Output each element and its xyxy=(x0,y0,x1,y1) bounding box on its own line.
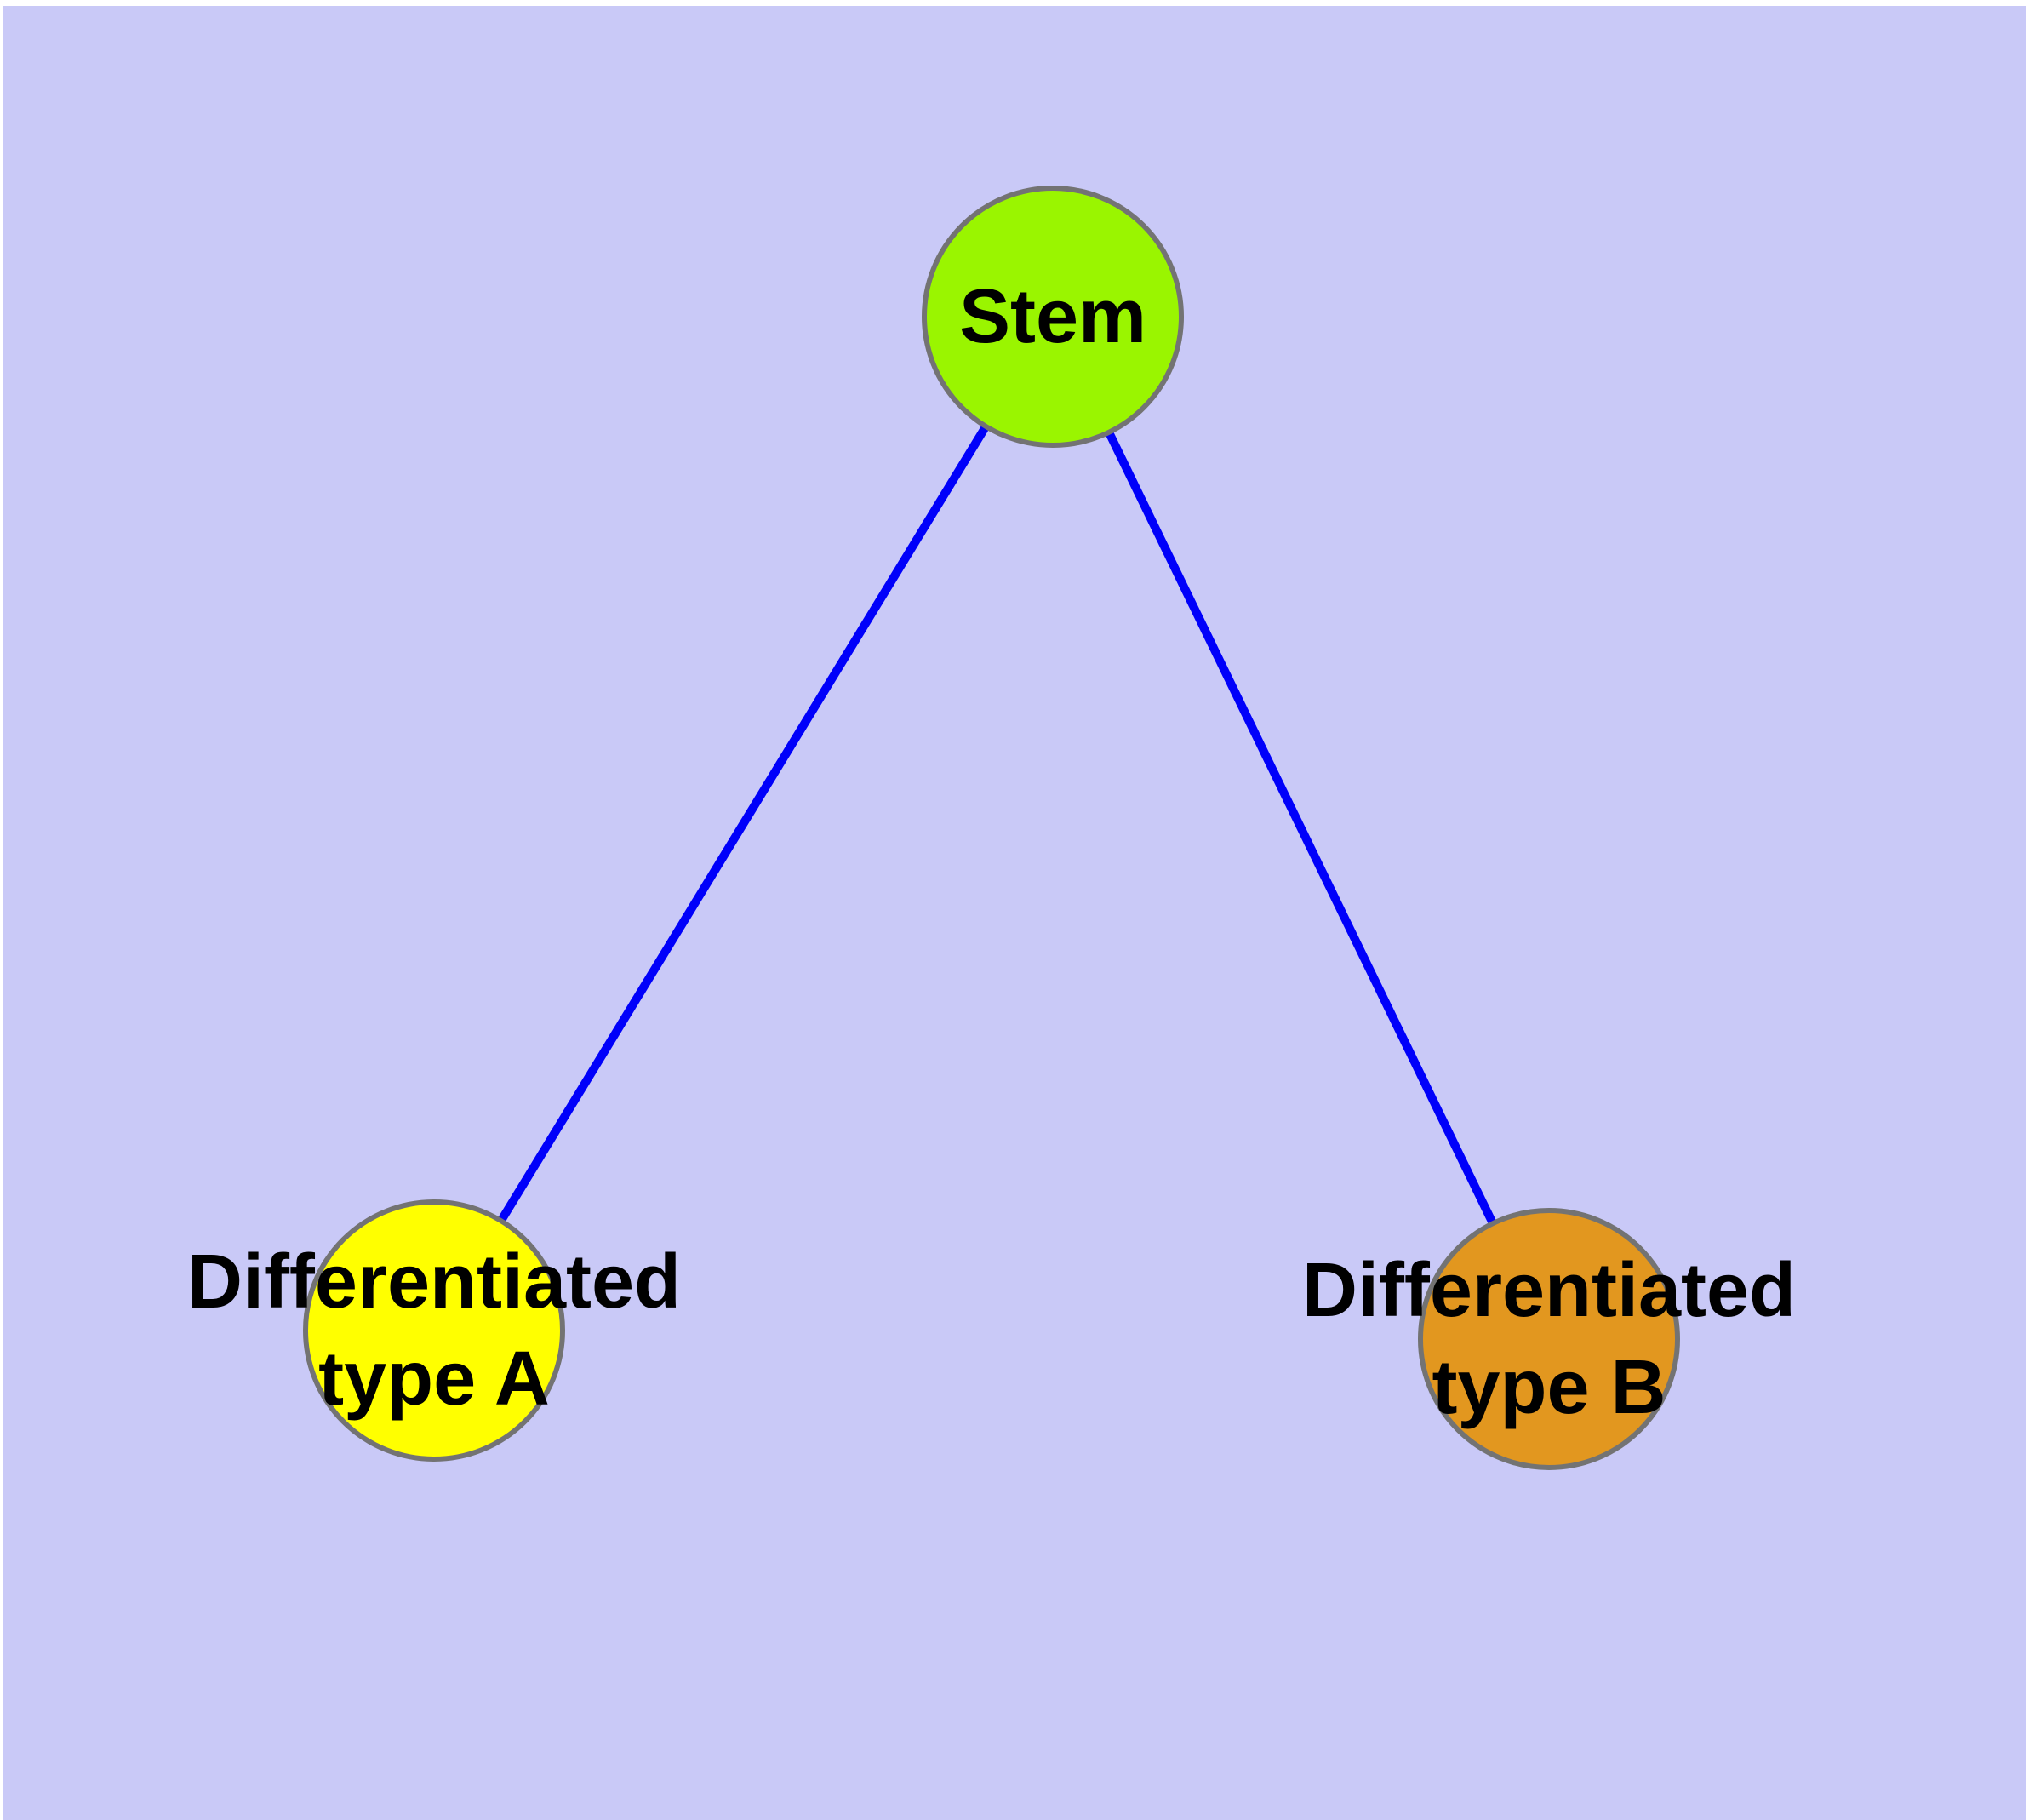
node-type-b-circle xyxy=(1418,1208,1680,1470)
edge-stem-to-typeA xyxy=(430,314,1057,1333)
node-type-b: Differentiated type B xyxy=(1302,1208,1796,1470)
node-type-a-label-line1: Differentiated xyxy=(187,1239,681,1325)
node-stem-circle xyxy=(922,186,1184,448)
node-type-b-label-line2: type B xyxy=(1432,1345,1666,1430)
edge-group xyxy=(430,314,1553,1342)
node-type-b-label-line1: Differentiated xyxy=(1302,1248,1796,1333)
node-stem: Stem xyxy=(922,186,1184,448)
node-stem-label: Stem xyxy=(959,274,1146,359)
node-type-a-label-line2: type A xyxy=(318,1336,550,1422)
node-type-a: Differentiated type A xyxy=(187,1199,681,1462)
node-type-a-circle xyxy=(303,1199,565,1462)
edge-stem-to-typeB xyxy=(1049,314,1553,1342)
